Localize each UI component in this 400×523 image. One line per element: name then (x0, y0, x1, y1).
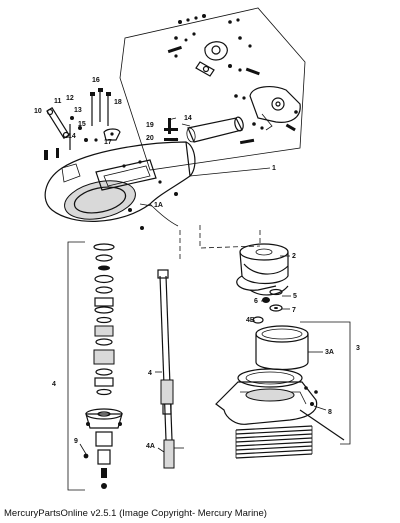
top-assembly-frame (119, 7, 306, 171)
callout-4A: 4A (146, 443, 155, 450)
copyright-caption: MercuryPartsOnline v2.5.1 (Image Copyrig… (4, 508, 267, 519)
callout-8: 8 (328, 409, 332, 416)
callout-16: 16 (92, 77, 100, 84)
leader-lines (79, 117, 327, 455)
callout-15: 15 (78, 121, 86, 128)
bearing-seal-stack (83, 243, 123, 489)
callout-20: 20 (146, 135, 154, 142)
intake-grate (235, 425, 313, 459)
callout-11: 11 (54, 98, 62, 105)
callout-7: 7 (292, 307, 296, 314)
hardware-cluster-top (167, 14, 260, 76)
callout-9: 9 (74, 438, 78, 445)
stack-bracket (67, 241, 85, 491)
callout-14-top: 14 (184, 115, 192, 122)
callout-12: 12 (66, 95, 74, 102)
callout-2: 2 (292, 253, 296, 260)
callout-19: 19 (146, 122, 154, 129)
connector-dashed-2 (199, 225, 261, 249)
callout-17: 17 (104, 139, 112, 146)
callout-1: 1 (272, 165, 276, 172)
exploded-parts-diagram: 1 1A 2 3 3A 4 4 4A 4B 5 6 7 8 9 10 11 12… (34, 7, 360, 491)
callout-18: 18 (114, 99, 122, 106)
nozzle-assembly (234, 86, 301, 132)
pump-liner (237, 316, 309, 388)
impeller (236, 243, 289, 296)
callout-13: 13 (74, 107, 82, 114)
callout-10: 10 (34, 108, 42, 115)
callout-4B: 4B (246, 317, 255, 324)
intake-housing (215, 381, 345, 441)
callout-4-shaft: 4 (148, 370, 152, 377)
callout-14-left: 14 (68, 133, 76, 140)
callout-1A: 1A (154, 202, 163, 209)
callout-5: 5 (293, 293, 297, 300)
drive-tube (186, 116, 244, 143)
pump-housing-body (44, 141, 196, 230)
callout-4-left: 4 (52, 381, 56, 388)
drive-shaft (157, 269, 184, 469)
steering-bracket (195, 41, 228, 77)
impeller-hardware (262, 288, 283, 312)
callout-3A: 3A (325, 349, 334, 356)
callout-3: 3 (356, 345, 360, 352)
bracket-cluster-left (44, 88, 121, 160)
liner-bracket (300, 321, 351, 445)
callout-6: 6 (254, 298, 258, 305)
